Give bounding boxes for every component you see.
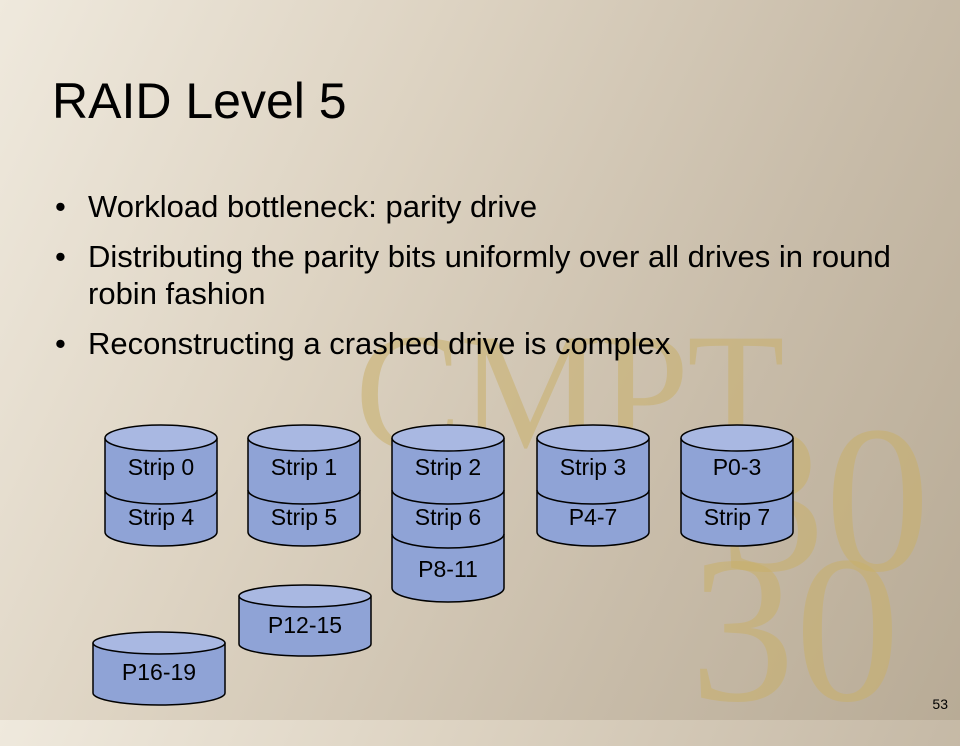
page-number: 53 (932, 696, 948, 712)
disk-1: Strip 1 Strip 5 (247, 424, 361, 548)
disk-cylinder-shape (92, 631, 226, 706)
disk-block-label: P12-15 (267, 612, 343, 638)
disk-cylinder-shape (104, 424, 218, 547)
disk-block-label: P8-11 (418, 556, 478, 582)
disk-block-label: Strip 4 (127, 504, 195, 530)
slide-title: RAID Level 5 (52, 73, 347, 129)
disk-4: P0-3 Strip 7 (680, 424, 794, 548)
disk-2: Strip 2 Strip 6 P8-11 (391, 424, 505, 604)
disk-block-label: Strip 5 (270, 504, 338, 530)
disk-block-label: Strip 2 (414, 454, 482, 480)
bullet-item: • Distributing the parity bits uniformly … (55, 238, 935, 312)
bullet-marker: • (55, 239, 66, 274)
disk-cylinder-shape (238, 584, 372, 657)
disk-block-label: Strip 0 (127, 454, 195, 480)
disk-cylinder-shape (247, 424, 361, 547)
disk-block-label: Strip 7 (703, 504, 771, 530)
bullet-text: Distributing the parity bits uniformly o… (88, 239, 891, 311)
parity-block-p12-15: P12-15 (238, 584, 372, 658)
bullet-item: • Workload bottleneck: parity drive (55, 188, 935, 225)
disk-cylinder-shape (536, 424, 650, 547)
bullet-item: • Reconstructing a crashed drive is compl… (55, 325, 935, 362)
bullet-marker: • (55, 326, 66, 361)
bullet-text: Reconstructing a crashed drive is comple… (88, 326, 671, 361)
disk-cylinder-shape (391, 424, 505, 603)
disk-0: Strip 0 Strip 4 (104, 424, 218, 548)
disk-block-label: P4-7 (568, 504, 618, 530)
bullet-marker: • (55, 189, 66, 224)
disk-block-label: Strip 1 (270, 454, 338, 480)
disk-block-label: P0-3 (712, 454, 762, 480)
disk-block-label: Strip 3 (559, 454, 627, 480)
disk-block-label: P16-19 (121, 659, 197, 685)
bullet-list: • Workload bottleneck: parity drive • Dist… (55, 188, 935, 375)
disk-block-label: Strip 6 (414, 504, 482, 530)
bullet-text: Workload bottleneck: parity drive (88, 189, 538, 224)
watermark-number-repeat: 30 (690, 514, 900, 746)
disk-cylinder-shape (680, 424, 794, 547)
disk-3: Strip 3 P4-7 (536, 424, 650, 548)
parity-block-p16-19: P16-19 (92, 631, 226, 707)
